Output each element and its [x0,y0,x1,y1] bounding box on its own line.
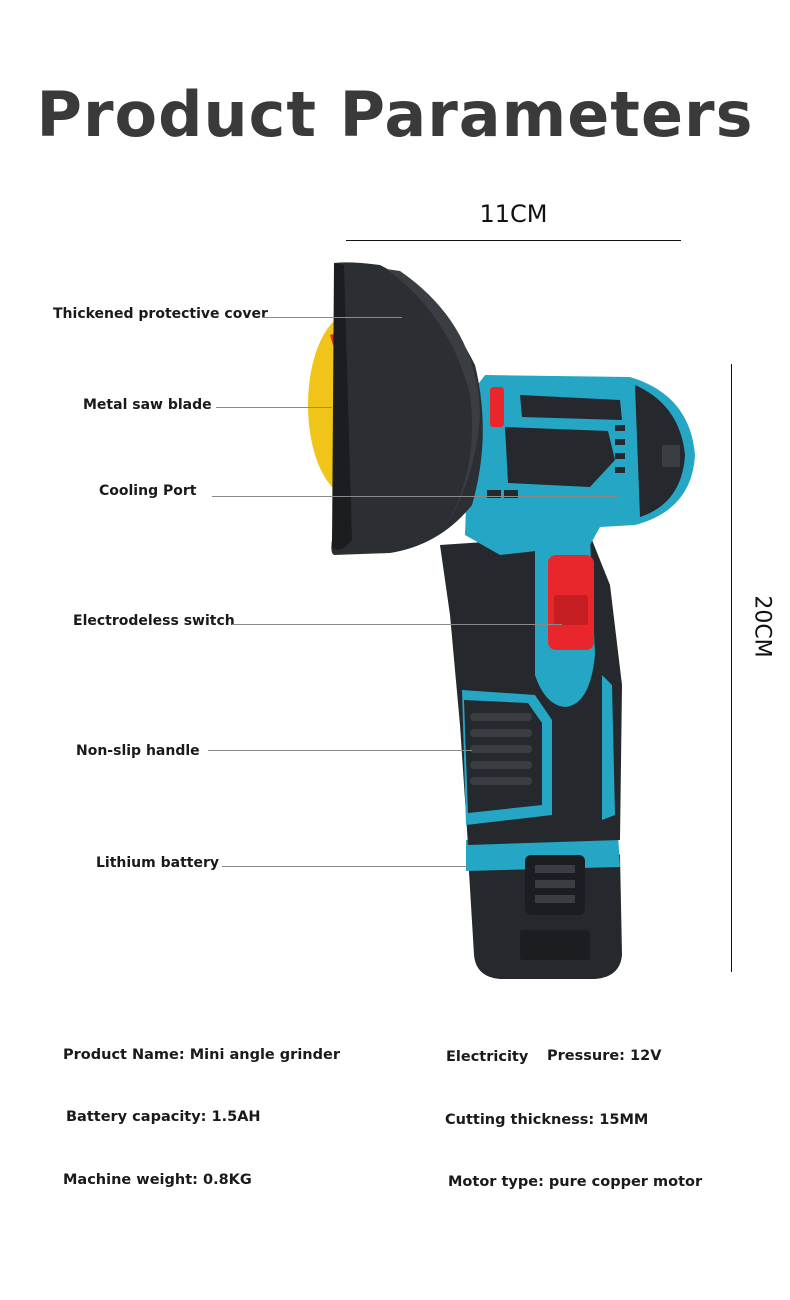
protective-cover [331,262,483,555]
spec-machine-weight: Machine weight: 0.8KG [63,1172,252,1188]
spec-motor-type: Motor type: pure copper motor [448,1174,703,1190]
callout-saw-blade: Metal saw blade [83,397,212,413]
callout-battery: Lithium battery [96,855,219,871]
grip-handle [440,535,622,845]
leader-line-switch [232,624,562,625]
spec-product-name: Product Name: Mini angle grinder [63,1047,340,1063]
leader-line-cooling-port [212,496,618,497]
angle-grinder-illustration [308,262,695,979]
width-dimension-line [346,240,681,241]
height-dimension-text: 20CM [749,595,775,658]
spec-electricity: Electricity [446,1049,529,1065]
leader-line-handle [208,750,472,751]
spec-cutting-thickness: Cutting thickness: 15MM [445,1112,649,1128]
leader-line-saw-blade [216,407,332,408]
leader-line-protective-cover [262,317,402,318]
callout-cooling-port: Cooling Port [99,483,197,499]
height-dimension-line [731,364,732,972]
battery-pack [466,835,622,979]
motor-housing [465,375,695,555]
callout-switch: Electrodeless switch [73,613,235,629]
page-title: Product Parameters [36,78,754,151]
callout-handle: Non-slip handle [76,743,200,759]
width-dimension-label: 11CM [479,200,548,228]
callout-protective-cover: Thickened protective cover [53,306,268,322]
leader-line-battery [222,866,468,867]
power-switch [516,537,595,707]
spec-battery-capacity: Battery capacity: 1.5AH [66,1109,261,1125]
spec-pressure: Pressure: 12V [547,1048,662,1064]
